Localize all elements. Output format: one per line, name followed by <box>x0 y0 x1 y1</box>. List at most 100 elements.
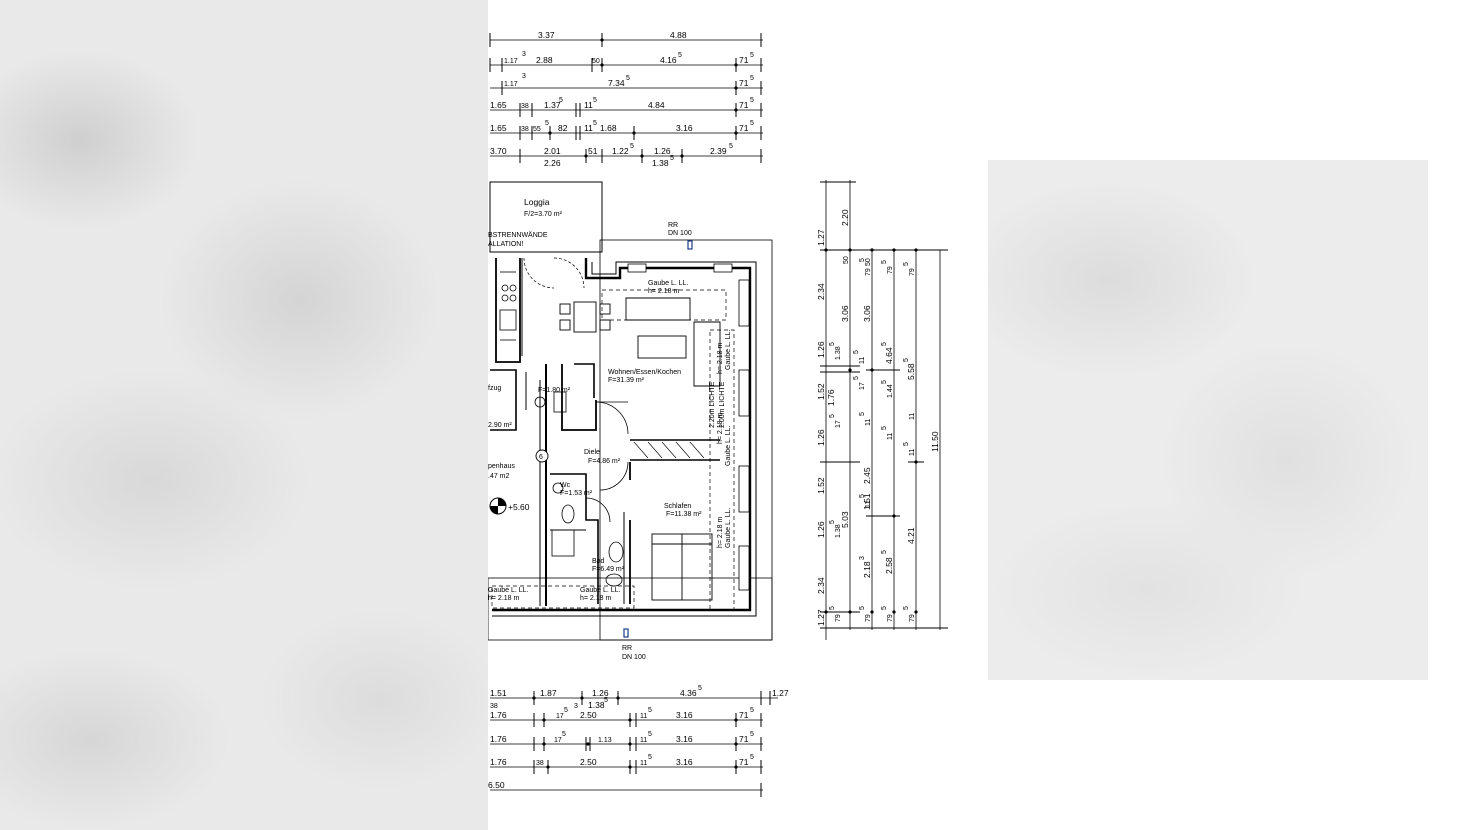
dim-text: 2.50 <box>580 757 597 767</box>
room-name: fzug <box>488 385 501 392</box>
dim-text: 2.26 <box>544 158 561 168</box>
dim-text: 5 <box>903 262 910 266</box>
dim-text: 11 <box>859 357 866 364</box>
room-area: F=31.39 m² <box>608 377 645 384</box>
dim-text: 5 <box>881 380 888 384</box>
dim-text: 1.44 <box>887 384 894 398</box>
dim-text: 5 <box>750 731 754 738</box>
dim-text: 17 <box>835 420 842 428</box>
dim-text: 1.51 <box>490 688 507 698</box>
dim-text: 5.58 <box>906 363 916 380</box>
dim-text: 82 <box>558 123 568 133</box>
height-label: 2.00m LICHTE <box>719 381 726 428</box>
dim-text: 3.16 <box>676 757 693 767</box>
dim-text: 71 <box>739 710 749 720</box>
dim-text: 5 <box>903 606 910 610</box>
dim-text: 79 <box>887 266 894 274</box>
dim-text: 6.50 <box>488 780 505 790</box>
dim-text: 79 <box>835 614 842 622</box>
dim-text: 17 <box>556 713 564 720</box>
gaube-label: h= 2.18 m <box>717 343 724 374</box>
dim-text: 2.45 <box>862 467 872 484</box>
dim-text: 5 <box>859 494 866 498</box>
dim-text: 5 <box>903 358 910 362</box>
dim-text: 5 <box>678 52 682 59</box>
dim-text: 5 <box>853 376 860 380</box>
dim-text: 1.65 <box>490 100 507 110</box>
dim-text: 79 <box>865 614 872 622</box>
dim-text: 71 <box>739 100 749 110</box>
dim-text: 11 <box>865 501 872 508</box>
dim-text: 79 <box>909 614 916 622</box>
dim-text: 38 <box>490 703 498 710</box>
dim-text: 1.27 <box>816 229 826 246</box>
dim-text: 5 <box>630 143 634 150</box>
note-text: BSTRENNWÄNDE <box>488 231 548 239</box>
top-dimension-lines <box>489 33 763 163</box>
dim-text: 1.52 <box>816 477 826 494</box>
dn-label: DN 100 <box>668 230 692 237</box>
gaube-label: Gaube L. LL. <box>725 425 732 466</box>
dim-text: 5 <box>698 685 702 692</box>
dim-text: 3.16 <box>676 734 693 744</box>
dim-text: 5 <box>829 342 836 346</box>
dim-text: 1.26 <box>654 146 671 156</box>
dim-text: 1.37 <box>544 100 561 110</box>
dormer-dashed-lines <box>491 289 735 611</box>
dim-text: 11.50 <box>930 431 940 452</box>
dim-text: 1.27 <box>772 688 789 698</box>
kitchen-fixtures <box>499 271 517 341</box>
dim-text: 2.50 <box>580 710 597 720</box>
bottom-dimension-lines <box>490 691 778 797</box>
dim-text: 1.76 <box>490 734 507 744</box>
rr-label: RR <box>622 645 632 652</box>
dim-text: 79 <box>865 268 872 276</box>
dim-text: 79 <box>909 268 916 276</box>
dim-text: 71 <box>739 78 749 88</box>
dim-text: 4.16 <box>660 55 677 65</box>
dim-text: 11 <box>887 433 894 440</box>
dim-text: 1.26 <box>816 429 826 446</box>
dim-text: 5 <box>559 97 563 104</box>
dim-text: 11 <box>584 100 593 110</box>
dim-text: 3 <box>859 556 866 560</box>
dim-text: 5 <box>562 731 566 738</box>
dim-text: 1.65 <box>490 123 507 133</box>
note-text: ALLATION! <box>488 241 523 248</box>
dim-text: 1.76 <box>490 710 507 720</box>
dim-text: 5 <box>881 342 888 346</box>
dim-text: 1.38 <box>835 346 842 360</box>
dim-text: 1.26 <box>592 688 609 698</box>
dim-text: 4.21 <box>906 527 916 544</box>
dim-text: 2.58 <box>884 557 894 574</box>
dining-table <box>559 301 611 333</box>
dim-text: 2.34 <box>816 577 826 594</box>
dim-text: 11 <box>640 760 647 767</box>
dim-text: 38 <box>536 760 544 767</box>
gaube-label: h= 2.18 m <box>488 595 519 602</box>
dim-text: 5 <box>729 143 733 150</box>
dn-label: DN 100 <box>622 654 646 661</box>
dim-text: 5 <box>648 731 652 738</box>
sofa <box>625 297 721 387</box>
dim-text: 1.38 <box>588 700 605 710</box>
gaube-label: h= 2.18 m <box>648 288 679 295</box>
dim-text: 17 <box>554 737 562 744</box>
room-name: Wc <box>560 482 571 489</box>
gaube-label: h= 2.18 m <box>717 517 724 548</box>
dim-text: 71 <box>739 123 749 133</box>
dim-text: 4.84 <box>648 100 665 110</box>
plan-walls <box>488 181 773 641</box>
circle-number: 6 <box>539 454 543 461</box>
dim-text: 5 <box>604 697 608 704</box>
dim-text: 3.16 <box>676 710 693 720</box>
door-swings <box>523 257 585 289</box>
blurred-background-left <box>0 0 488 830</box>
dim-text: 5 <box>545 120 549 127</box>
dim-text: 5 <box>881 550 888 554</box>
room-name: Wohnen/Essen/Kochen <box>608 369 681 376</box>
dim-text: 5 <box>564 707 568 714</box>
dim-text: 11 <box>909 413 916 420</box>
dim-text: 50 <box>843 256 850 264</box>
dim-text: 5 <box>859 606 866 610</box>
